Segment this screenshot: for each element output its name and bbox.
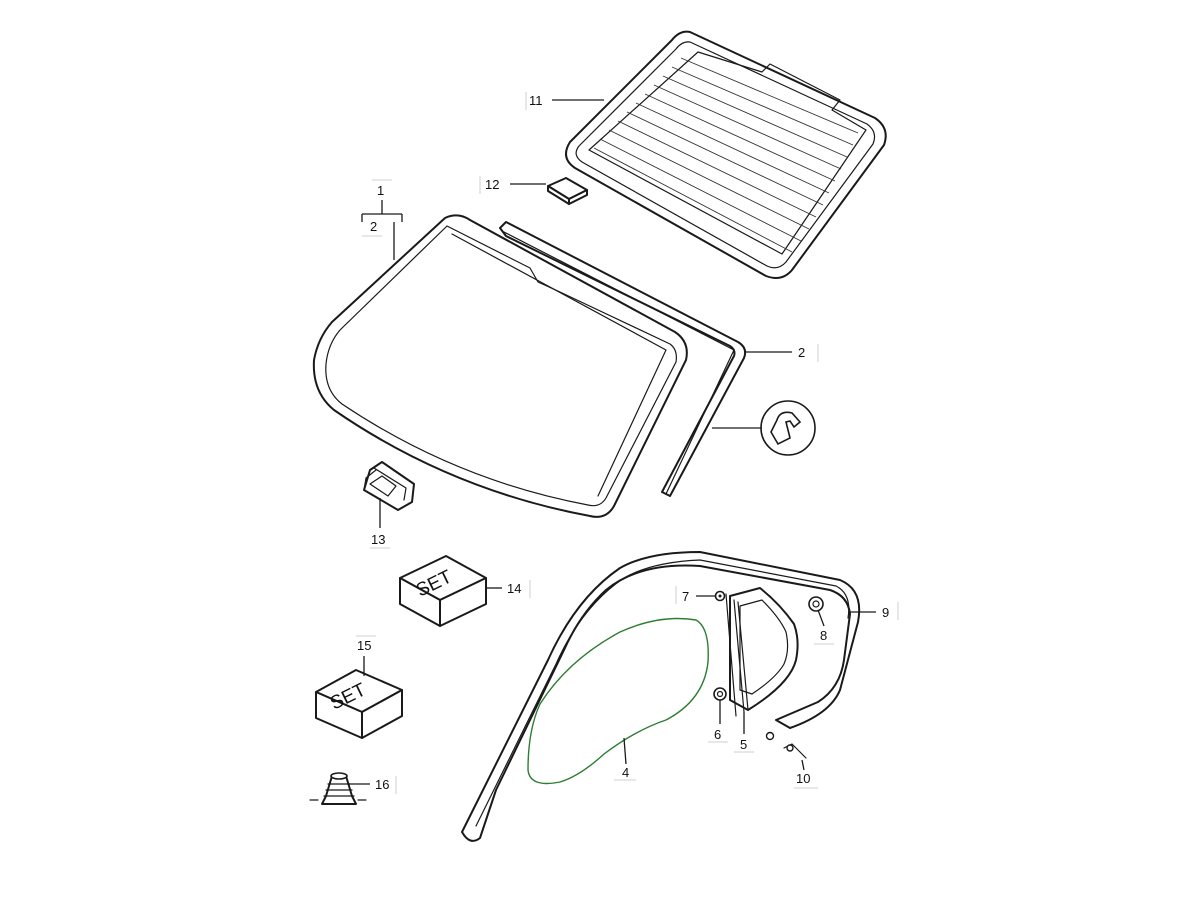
callout-4: 4 [622, 765, 629, 780]
quarter-glass-part-5 [725, 587, 799, 717]
side-frame-part-9 [461, 551, 861, 842]
door-glass-part-4 [527, 617, 709, 785]
rear-window-part-11 [565, 30, 887, 279]
callout-14: 14 [507, 581, 521, 596]
label-ticks [356, 92, 899, 794]
screw-part-10 [765, 731, 807, 759]
callout-16: 16 [375, 777, 389, 792]
seal-strip-part-2 [499, 221, 747, 497]
callout-6: 6 [714, 727, 721, 742]
nut-part-6 [713, 687, 727, 701]
pad-part-12 [547, 177, 588, 205]
set-box-part-14: SET [399, 555, 487, 627]
rear-window-defroster-lines [593, 57, 859, 253]
set-box-part-15: SET [315, 669, 403, 739]
callout-11: 11 [529, 93, 543, 108]
callout-10: 10 [796, 771, 810, 786]
nut-part-8 [808, 596, 824, 612]
callout-1: 1 [377, 183, 384, 198]
windshield-part-1 [312, 214, 688, 518]
mirror-mount-part-13 [363, 461, 415, 511]
callout-labels: 11 12 1 2 2 13 14 15 16 7 6 5 8 9 10 4 [357, 93, 889, 792]
leader-lines [348, 99, 876, 785]
nut-part-7 [714, 590, 726, 602]
callout-2-sub: 2 [370, 219, 377, 234]
callout-13: 13 [371, 532, 385, 547]
callout-5: 5 [740, 737, 747, 752]
callout-12: 12 [485, 177, 499, 192]
callout-15: 15 [357, 638, 371, 653]
seal-clip-detail-icon [760, 400, 816, 456]
callout-9: 9 [882, 605, 889, 620]
grommet-part-16 [309, 772, 367, 805]
callout-8: 8 [820, 628, 827, 643]
callout-2: 2 [798, 345, 805, 360]
callout-7: 7 [682, 589, 689, 604]
